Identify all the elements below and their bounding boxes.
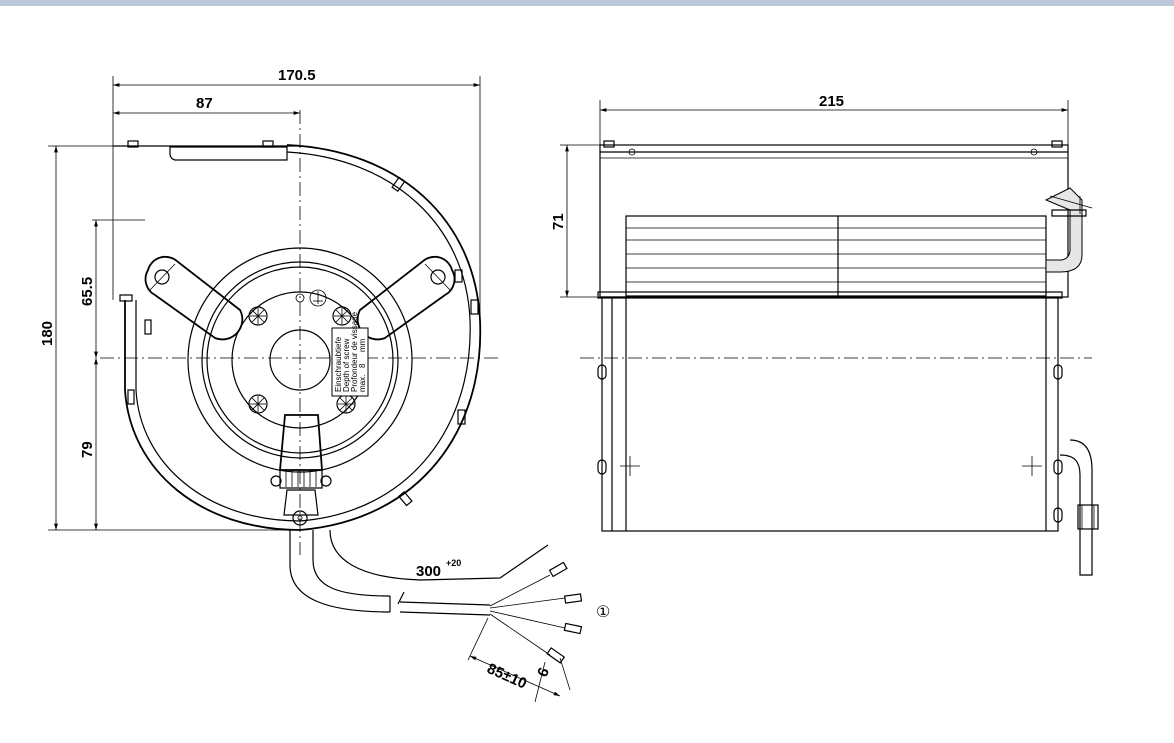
side-housing-top	[599, 144, 1069, 298]
dim-85-10: 85±10	[484, 660, 529, 692]
front-view: Einschraubtiefe Depth of screw Profondeu…	[39, 67, 610, 703]
motor-ring-outer	[187, 247, 413, 473]
label-line-1: Einschraubtiefe	[334, 336, 343, 392]
label-line-5: 8	[358, 363, 367, 368]
mounting-arm-right	[356, 255, 456, 341]
motor-ring-3	[206, 266, 394, 454]
dim-300-tolerance: +20	[446, 558, 461, 568]
impeller	[625, 215, 1047, 297]
side-view: 215 71	[550, 93, 1099, 576]
top-flange	[169, 146, 288, 161]
screw-depth-label: Einschraubtiefe Depth of screw Profondeu…	[331, 311, 369, 397]
side-housing-bottom	[601, 296, 1059, 532]
motor-bracket	[1044, 187, 1093, 273]
callout-marker: ①	[596, 604, 610, 621]
flange-tab-lower	[119, 294, 133, 302]
housing-rim-tabs	[127, 176, 479, 507]
cable-clamp	[270, 414, 332, 526]
ground-symbol-icon	[309, 289, 327, 307]
dim-170-5: 170.5	[278, 67, 316, 84]
dim-79: 79	[79, 441, 96, 458]
dim-180: 180	[39, 321, 56, 346]
label-line-3: Profondeur de vissage	[350, 311, 359, 392]
dim-300: 300	[416, 563, 441, 580]
motor-ring-2	[201, 261, 399, 459]
side-cable	[1059, 439, 1099, 576]
dim-87: 87	[196, 95, 213, 112]
top-marker-hole	[295, 293, 305, 303]
label-line-2: Depth of screw	[342, 338, 351, 392]
side-screw-marks	[620, 456, 1042, 476]
side-dimensions: 215 71	[550, 93, 1069, 298]
label-line-6: mm	[358, 338, 367, 352]
housing-outer-spiral	[124, 144, 482, 531]
motor-hub	[269, 329, 331, 391]
dim-65-5: 65.5	[79, 277, 96, 306]
motor-screws	[248, 306, 356, 414]
flange-tab-left	[127, 140, 139, 148]
wire-terminals	[546, 561, 583, 664]
housing-inner-spiral	[135, 151, 471, 522]
label-line-4: max.	[358, 375, 367, 392]
dim-215: 215	[819, 93, 844, 110]
top-bar	[0, 0, 1174, 6]
dim-71: 71	[550, 213, 567, 230]
front-dimensions: 170.5 87 180 65.5 79 300 +20 85±10 6	[39, 67, 571, 703]
flange-tab-right	[262, 140, 274, 148]
cable	[289, 529, 583, 664]
mounting-arm-left	[144, 255, 244, 341]
